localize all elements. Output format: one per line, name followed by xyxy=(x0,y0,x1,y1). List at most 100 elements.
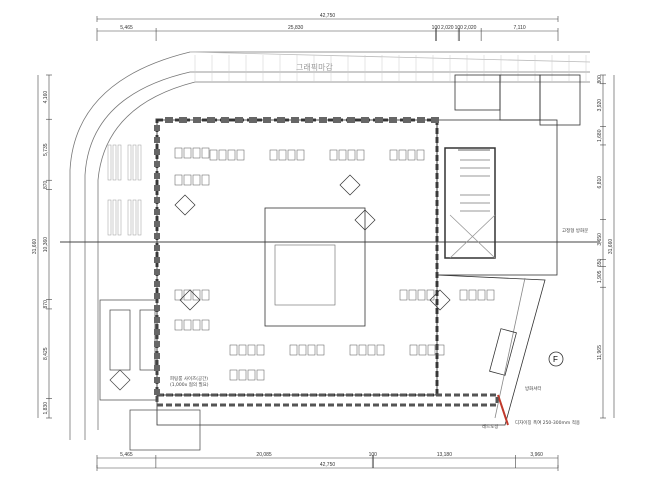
dimension-label: 100 xyxy=(369,452,378,458)
section-marker-label: F xyxy=(553,355,558,364)
dimension-total-label: 42,750 xyxy=(320,462,336,468)
display-table xyxy=(174,194,196,216)
shelf-unit xyxy=(298,344,307,356)
shelf-unit xyxy=(227,149,236,161)
wall-fixture xyxy=(291,117,299,123)
dimension-label: 8,425 xyxy=(43,347,49,360)
shelf-unit xyxy=(316,344,325,356)
design-note-label: 디자이징 폭여 250-300mm 적용 xyxy=(515,419,580,426)
shelf-unit xyxy=(174,289,183,301)
fire-door-label: 고정형 방화문 xyxy=(562,227,588,234)
display-rack xyxy=(107,144,112,181)
shelf-unit xyxy=(201,289,210,301)
wall-fixture xyxy=(235,117,243,123)
shelf-unit xyxy=(183,319,192,331)
dimension-label: 650 xyxy=(597,258,603,267)
shelf-unit xyxy=(183,147,192,159)
fitting-room-note: 피팅룸 사이즈(공간) xyxy=(170,375,208,382)
wall-fixture xyxy=(154,353,160,359)
display-table xyxy=(354,209,376,231)
wall-fixture xyxy=(154,245,160,251)
shelf-unit xyxy=(426,289,435,301)
dimension-label: 20,085 xyxy=(256,452,272,458)
dimension-label: 800 xyxy=(597,75,603,84)
shelf-unit xyxy=(192,319,201,331)
wall-fixture xyxy=(277,117,285,123)
shelf-unit xyxy=(238,369,247,381)
shelf-unit xyxy=(477,289,486,301)
dimension-total-label: 42,750 xyxy=(320,13,336,19)
wall-fixture xyxy=(154,233,160,239)
dimension-label: 25,830 xyxy=(288,25,304,31)
shelf-unit xyxy=(399,289,408,301)
restroom-area xyxy=(99,299,201,451)
shelf-unit xyxy=(238,344,247,356)
wall-fixture xyxy=(319,117,327,123)
wall-fixture xyxy=(154,185,160,191)
wall-fixture xyxy=(263,117,271,123)
shelf-unit xyxy=(256,344,265,356)
shelf-unit xyxy=(407,149,416,161)
shelf-unit xyxy=(289,344,298,356)
dimension-label: 3,960 xyxy=(530,452,543,458)
wall-fixture xyxy=(403,117,411,123)
wall-fixture xyxy=(154,197,160,203)
wall-fixture xyxy=(154,209,160,215)
wall-fixture xyxy=(347,117,355,123)
shelf-unit xyxy=(347,149,356,161)
wall-fixture xyxy=(154,293,160,299)
wall-fixture xyxy=(207,117,215,123)
wall-fixture xyxy=(154,125,160,131)
shelf-unit xyxy=(247,369,256,381)
wall-fixture xyxy=(154,389,160,395)
wall-fixture xyxy=(333,117,341,123)
shelf-unit xyxy=(192,289,201,301)
shelf-unit xyxy=(389,149,398,161)
shelf-unit xyxy=(229,369,238,381)
shelf-unit xyxy=(338,149,347,161)
section-marker-circle xyxy=(548,351,564,367)
shelf-unit xyxy=(296,149,305,161)
dimension-label: 6,810 xyxy=(597,176,603,189)
wall-fixture xyxy=(154,137,160,143)
shelf-unit xyxy=(209,149,218,161)
display-table xyxy=(339,174,361,196)
shelf-unit xyxy=(174,147,183,159)
shelf-unit xyxy=(376,344,385,356)
shelf-unit xyxy=(183,174,192,186)
shelf-unit xyxy=(436,344,445,356)
wall-fixture xyxy=(154,281,160,287)
display-rack xyxy=(127,144,132,181)
wall-fixture xyxy=(417,117,425,123)
display-rack xyxy=(117,144,122,181)
shelf-unit xyxy=(229,344,238,356)
shelf-unit xyxy=(409,344,418,356)
shelf-unit xyxy=(183,289,192,301)
wall-fixture xyxy=(221,117,229,123)
shelf-unit xyxy=(367,344,376,356)
shelf-unit xyxy=(218,149,227,161)
dimension-label: 10,360 xyxy=(43,237,49,253)
display-table xyxy=(179,289,201,311)
shelf-unit xyxy=(174,319,183,331)
dimension-label: 100 xyxy=(432,25,441,31)
red-paint-label: 레드도장 xyxy=(482,423,499,430)
wall-fixture xyxy=(375,117,383,123)
wall-fixture xyxy=(154,161,160,167)
dimension-label: 870 xyxy=(43,300,49,309)
dimension-total-label: 31,660 xyxy=(608,239,614,255)
shelf-unit xyxy=(174,174,183,186)
display-rack xyxy=(137,144,142,181)
wall-fixture xyxy=(179,117,187,123)
dimension-label: 13,180 xyxy=(437,452,453,458)
dimension-label: 100 xyxy=(455,25,464,31)
dimension-label: 5,465 xyxy=(120,452,133,458)
exterior-curve xyxy=(69,51,591,440)
dimension-label: 4,160 xyxy=(43,91,49,104)
dimension-label: 11,965 xyxy=(597,345,603,360)
wall-fixture xyxy=(305,117,313,123)
display-rack xyxy=(127,199,132,236)
shelf-unit xyxy=(349,344,358,356)
dimension-label: 2,020 xyxy=(464,25,477,31)
